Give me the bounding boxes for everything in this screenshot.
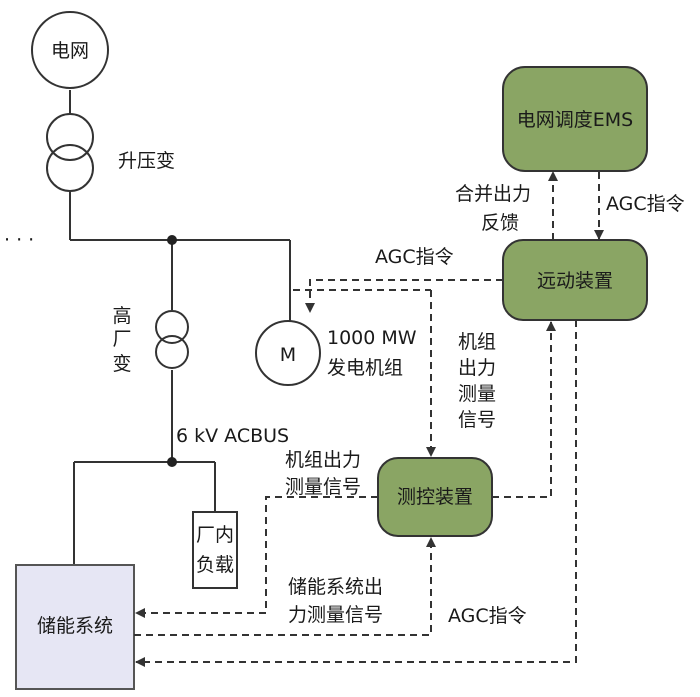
plant-load-label-2: 负载 [196, 554, 234, 576]
unit-measure-v4: 信号 [458, 409, 496, 431]
plant-load-label-1: 厂内 [196, 524, 234, 546]
ems-label: 电网调度EMS [517, 109, 633, 131]
agc-to-storage-line [135, 320, 577, 667]
agc-remote-label: AGC指令 [375, 246, 454, 268]
unit-measure-h1: 机组出力 [285, 449, 361, 471]
agc-storage-label: AGC指令 [448, 605, 527, 627]
step-up-label: 升压变 [118, 150, 175, 172]
bus-ellipsis: · · · [4, 229, 34, 251]
generator-node [255, 320, 321, 386]
plant-load-box [192, 511, 238, 589]
agc-ems-label: AGC指令 [606, 193, 685, 215]
grid-label: 电网 [51, 40, 89, 62]
acbus-junction-dot [167, 457, 177, 467]
control-to-remote-line [492, 321, 556, 498]
aux-transformer-icon [155, 310, 189, 369]
aux-transformer-label-2: 厂 [112, 328, 131, 350]
agc-to-generator-line [305, 279, 503, 313]
power-lines [69, 90, 291, 565]
merge-feedback-label-2: 反馈 [481, 212, 519, 234]
unit-measure-v3: 测量 [458, 383, 496, 405]
acbus-label: 6 kV ACBUS [176, 425, 289, 447]
unit-measure-v1: 机组 [458, 331, 496, 353]
storage-measure-label-2: 力测量信号 [288, 604, 383, 626]
generator-label: M [280, 344, 296, 366]
bus-junction-dot [167, 235, 177, 245]
unit-measure-v2: 出力 [458, 357, 496, 379]
ems-box [502, 66, 648, 172]
generator-type: 发电机组 [327, 357, 403, 379]
generator-rating: 1000 MW [327, 327, 417, 349]
aux-transformer-label-3: 变 [112, 353, 131, 375]
merge-feedback-label-1: 合并出力 [455, 183, 531, 205]
step-up-transformer-icon [46, 113, 94, 192]
signal-lines [134, 171, 604, 667]
storage-measure-to-control-line [134, 537, 436, 636]
unit-measure-h2: 测量信号 [285, 476, 361, 498]
aux-transformer-label-1: 高 [112, 305, 131, 327]
grid-node [31, 11, 109, 89]
storage-system-box [15, 564, 135, 690]
unit-measure-to-storage-line [135, 496, 378, 618]
measurement-control-label: 测控装置 [397, 486, 473, 508]
storage-measure-label-1: 储能系统出 [288, 576, 383, 598]
storage-system-label: 储能系统 [37, 615, 113, 637]
remote-terminal-label: 远动装置 [537, 270, 613, 292]
